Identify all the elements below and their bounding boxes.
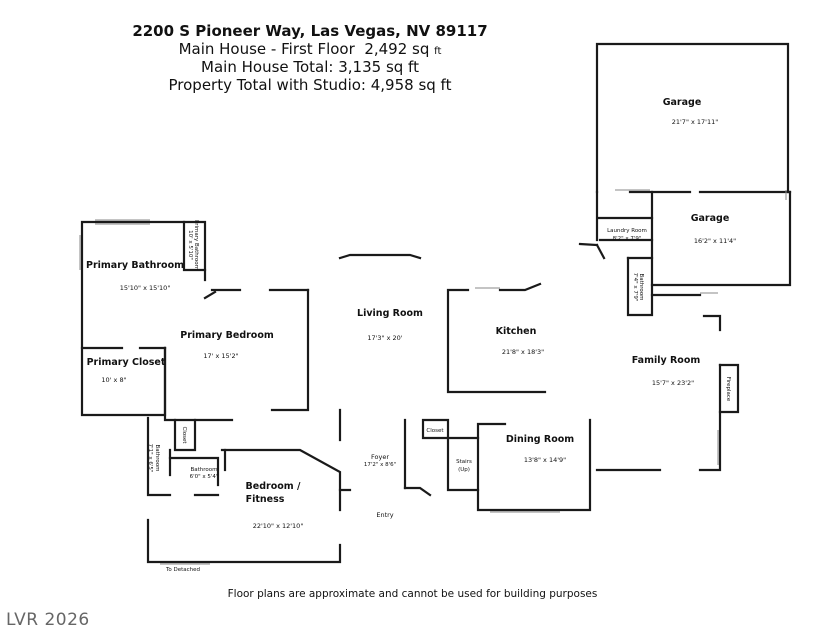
primary-bathroom-name: Primary Bathroom <box>86 260 184 271</box>
bathroom-small-dims: 6'0" x 5'4" <box>190 474 219 480</box>
first-floor-label: Main House - First Floor <box>178 40 355 58</box>
bathroom-small-walls <box>168 456 220 497</box>
windows <box>79 189 787 565</box>
garage-right-dims: 16'2" x 11'4" <box>694 237 736 245</box>
primary-closet-name: Primary Closet <box>87 357 166 368</box>
primary-bath-small-name: Primary Bathroom <box>193 220 199 270</box>
primary-bathroom-walls <box>80 220 310 417</box>
bedroom-fitness-name2: Fitness <box>246 494 285 505</box>
laundry-dims: 8'2" x 7'9" <box>613 236 642 242</box>
bedroom-fitness-name: Bedroom / <box>246 481 301 492</box>
closet-hall-label: Closet <box>181 426 187 444</box>
closet-dining-name: Closet <box>426 428 444 434</box>
garage-top-dims: 21'7" x 17'11" <box>672 118 718 126</box>
fireplace-name: Fireplace <box>725 377 731 402</box>
living-room-name: Living Room <box>357 308 423 319</box>
fireplace-box <box>718 363 740 414</box>
bathroom-laundry-dims: 7'4" x 7'9" <box>632 273 638 302</box>
disclaimer: Floor plans are approximate and cannot b… <box>227 588 598 600</box>
kitchen-walls <box>446 282 547 394</box>
fireplace-label: Fireplace <box>725 377 731 402</box>
bathroom-vertical-name: Bathroom <box>154 444 160 471</box>
brand-watermark: LVR 2026 <box>6 610 90 630</box>
primary-bath-small-dims: 10' x 5'10" <box>187 230 193 260</box>
closet-hall-walls <box>173 418 197 452</box>
address-title: 2200 S Pioneer Way, Las Vegas, NV 89117 <box>132 22 488 40</box>
primary-bedroom-dims: 17' x 15'2" <box>203 352 238 360</box>
primary-closet-dims: 10' x 8" <box>101 376 126 384</box>
first-floor-unit: ft <box>434 46 442 57</box>
primary-bath-small-label: Primary Bathroom 10' x 5'10" <box>187 220 199 270</box>
main-house-total: Main House Total: 3,135 sq ft <box>201 58 419 76</box>
stairs-name: Stairs <box>456 459 472 465</box>
stairs-walls <box>446 436 480 492</box>
family-room-name: Family Room <box>632 355 701 366</box>
bedroom-fitness-walls <box>146 448 342 564</box>
stairs-note: (Up) <box>458 467 470 473</box>
foyer-name: Foyer <box>371 453 389 461</box>
bathroom-vertical-walls <box>146 416 172 497</box>
first-floor-value: 2,492 sq <box>364 40 430 58</box>
room-labels: Garage 21'7" x 17'11" Garage 16'2" x 11'… <box>86 97 736 573</box>
kitchen-dims: 21'8" x 18'3" <box>502 348 544 356</box>
primary-bathroom-dims: 15'10" x 15'10" <box>120 284 171 292</box>
dining-room-name: Dining Room <box>506 434 574 445</box>
to-detached-name: To Detached <box>165 567 200 573</box>
closet-hall-name: Closet <box>181 426 187 444</box>
foyer-walls <box>338 486 432 497</box>
primary-bathroom-door <box>203 290 217 300</box>
bathroom-laundry-label: Bathroom 7'4" x 7'9" <box>632 273 644 302</box>
living-room-top-wall <box>338 253 422 260</box>
foyer-dims: 17'2" x 8'6" <box>364 462 396 468</box>
bathroom-vertical-dims: 7'1" x 6'5" <box>147 444 153 473</box>
laundry-name: Laundry Room <box>607 228 647 234</box>
first-floor-area: Main House - First Floor 2,492 sq ft <box>0 40 620 58</box>
garage-right-walls <box>650 190 792 287</box>
garage-top-name: Garage <box>663 97 702 108</box>
dining-room-dims: 13'8" x 14'9" <box>524 456 566 464</box>
bathroom-laundry-walls <box>626 256 654 317</box>
living-room-dims: 17'3" x 20' <box>367 334 402 342</box>
bathroom-vertical-label: Bathroom 7'1" x 6'5" <box>147 444 160 473</box>
family-room-walls <box>595 293 722 472</box>
dining-room-walls <box>476 418 592 512</box>
entry-name: Entry <box>376 511 393 519</box>
primary-bedroom-name: Primary Bedroom <box>180 330 274 341</box>
walls <box>80 42 792 564</box>
family-room-dims: 15'7" x 23'2" <box>652 379 694 387</box>
primary-bath-small-walls <box>182 220 207 272</box>
garage-top-walls <box>595 42 790 194</box>
garage-right-name: Garage <box>691 213 730 224</box>
bedroom-fitness-dims: 22'10" x 12'10" <box>253 522 304 530</box>
primary-bedroom-walls <box>163 346 234 422</box>
laundry-walls <box>578 190 654 260</box>
bathroom-laundry-name: Bathroom <box>638 273 644 300</box>
bathroom-small-name: Bathroom <box>190 467 217 473</box>
kitchen-name: Kitchen <box>496 326 537 337</box>
property-total: Property Total with Studio: 4,958 sq ft <box>168 76 452 94</box>
living-room-walls <box>270 288 407 490</box>
